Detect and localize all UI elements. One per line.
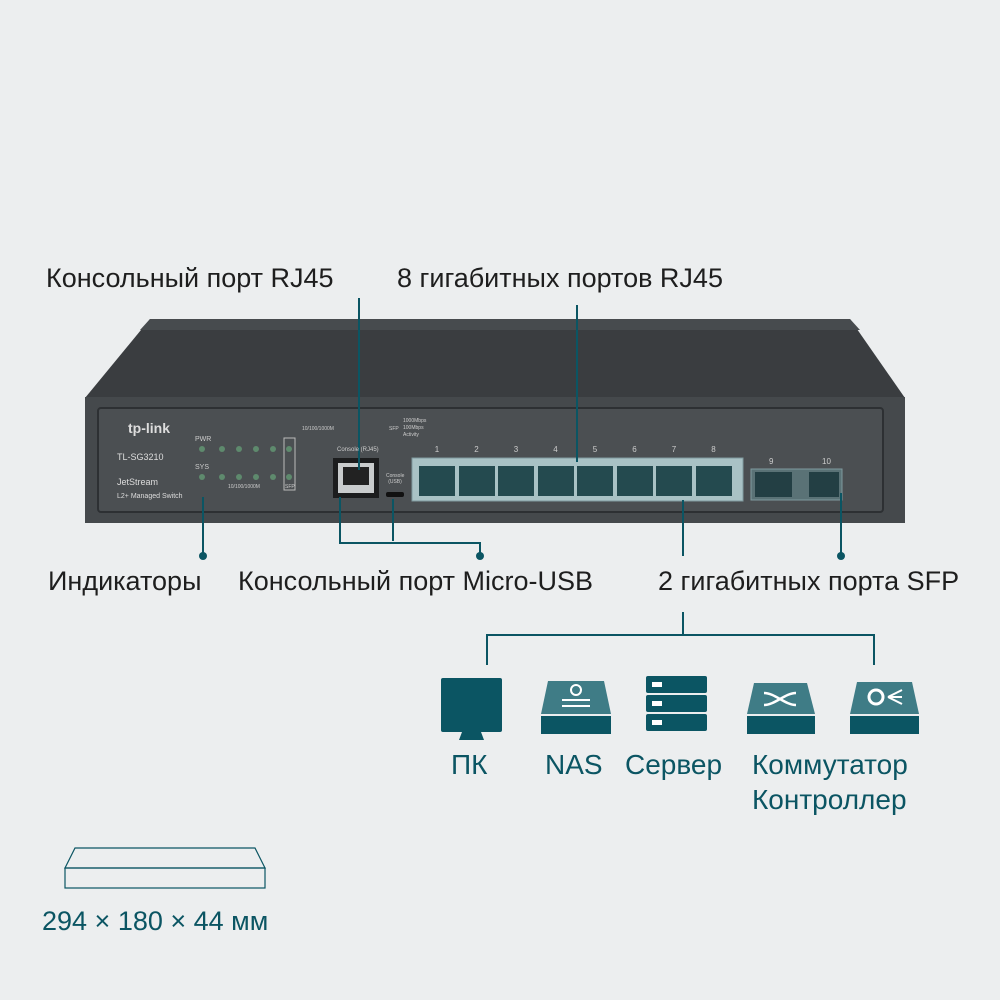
- series-label: JetStream: [117, 477, 159, 487]
- nas-icon: [541, 681, 611, 734]
- device-label-switch: Коммутатор: [752, 749, 908, 780]
- port-numbers: 1 2 3 4 5 6 7 8: [419, 445, 732, 454]
- led-sys-label: SYS: [195, 464, 210, 471]
- device-label-pc: ПК: [451, 749, 488, 780]
- type-label: L2+ Managed Switch: [117, 493, 183, 500]
- server-icon: [646, 676, 707, 731]
- port-number: 2: [474, 445, 479, 454]
- port-number: 7: [671, 445, 677, 454]
- switch-icon: [747, 683, 815, 734]
- port-number: 4: [553, 445, 558, 454]
- device-label-nas: NAS: [545, 749, 603, 780]
- led-pwr-label: PWR: [195, 436, 212, 443]
- led-sfp-label: SFP: [285, 484, 295, 490]
- led-speed-label: 10/100/1000M: [228, 484, 260, 490]
- brand-logo: tp-link: [128, 420, 170, 436]
- dimensions-label: 294 × 180 × 44 мм: [42, 906, 269, 936]
- sfp-port-number: 9: [769, 457, 774, 466]
- port-number: 6: [632, 445, 637, 454]
- port-number: 3: [513, 445, 519, 454]
- port-number: 1: [434, 445, 440, 454]
- dimension-box-icon: [64, 847, 266, 889]
- console-usb-port-label: Console (USB): [386, 473, 405, 485]
- console-rj45-port-label: Console (RJ45): [337, 447, 379, 453]
- callout-sfp: 2 гигабитных порта SFP: [658, 566, 960, 596]
- device-label-server: Сервер: [625, 749, 723, 780]
- monitor-icon: [441, 678, 502, 740]
- port-number: 8: [711, 445, 716, 454]
- callout-console-usb: Консольный порт Micro-USB: [238, 566, 594, 596]
- sfp-port-number: 10: [822, 457, 831, 466]
- model-label: TL-SG3210: [117, 452, 164, 462]
- callout-indicators: Индикаторы: [48, 566, 202, 596]
- legend-100: 100Mbps: [403, 425, 424, 431]
- callout-gigabit-rj45: 8 гигабитных портов RJ45: [397, 263, 723, 293]
- device-label-controller: Контроллер: [752, 784, 907, 815]
- legend-sfp: SFP: [389, 426, 399, 432]
- legend-1000: 1000Mbps: [403, 418, 427, 424]
- legend-rj45: 10/100/1000M: [302, 426, 334, 432]
- callout-console-rj45: Консольный порт RJ45: [46, 263, 334, 293]
- controller-icon: [850, 682, 919, 734]
- port-number: 5: [592, 445, 598, 454]
- legend-activity: Activity: [403, 432, 419, 438]
